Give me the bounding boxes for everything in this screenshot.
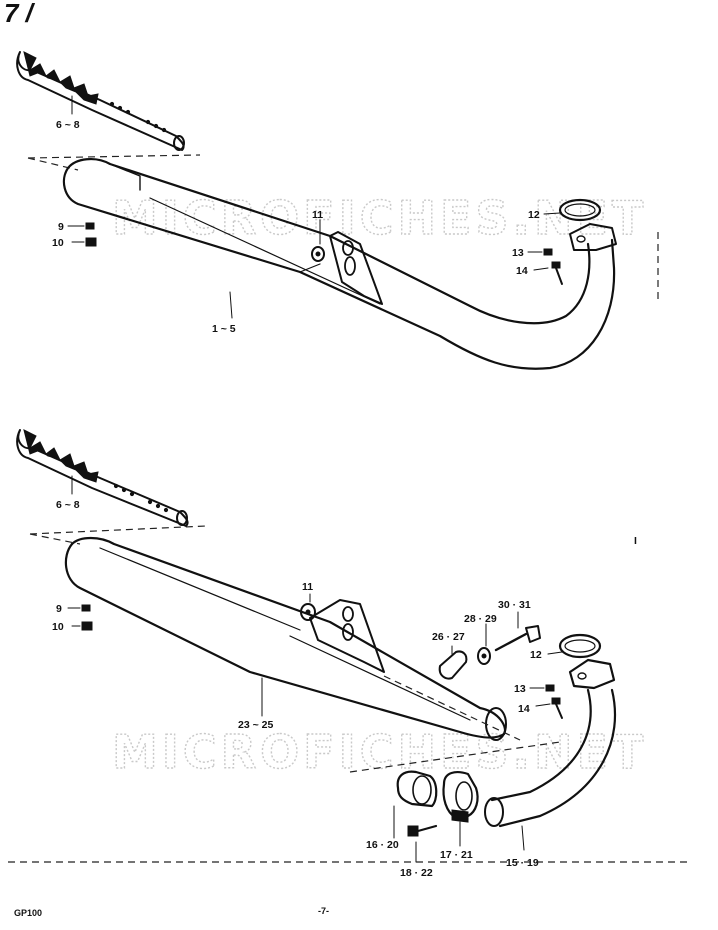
callout-10-lower: 10 (52, 621, 64, 633)
bolt-18-22 (407, 825, 419, 837)
baffle-insert-lower (16, 429, 189, 527)
callout-10-upper: 10 (52, 237, 64, 249)
callout-13-upper: 13 (512, 247, 524, 259)
washer-28-29 (477, 647, 491, 665)
watermark-upper: MICROFICHES.NET (112, 191, 647, 245)
callout-6-8-upper: 6 ~ 8 (56, 119, 80, 131)
header-mark: 7 / (4, 0, 36, 28)
clamp-17-21 (442, 771, 479, 823)
callout-9-upper: 9 (58, 221, 64, 233)
exhaust-pipe-15-19 (484, 658, 617, 828)
muffler-upper (62, 158, 617, 370)
callout-18-22: 18 · 22 (400, 867, 433, 879)
callout-23-25-lower: 23 ~ 25 (238, 719, 273, 731)
bushing-16-20 (396, 770, 438, 808)
stray-mark: I (634, 535, 637, 547)
callout-11-lower: 11 (302, 581, 313, 593)
footer-model: GP100 (14, 908, 42, 918)
callout-14-lower: 14 (518, 703, 530, 715)
callout-16-20: 16 · 20 (366, 839, 399, 851)
callout-1-5-upper: 1 ~ 5 (212, 323, 236, 335)
callout-9-lower: 9 (56, 603, 62, 615)
spacer-26-27 (438, 650, 468, 680)
baffle-insert-upper (16, 51, 185, 151)
washer-11-upper (311, 246, 325, 262)
washer-11-lower (300, 603, 316, 621)
callout-26-27: 26 · 27 (432, 631, 465, 643)
callout-28-29: 28 · 29 (464, 613, 497, 625)
guide-line-upper (27, 154, 201, 171)
callout-14-upper: 14 (516, 265, 528, 277)
watermark-lower: MICROFICHES.NET (112, 725, 647, 779)
guide-line-lower (29, 525, 207, 545)
gasket-12-upper (558, 198, 602, 222)
callout-30-31: 30 · 31 (498, 599, 531, 611)
callout-13-lower: 13 (514, 683, 526, 695)
guide-line-lower-bracket (383, 675, 521, 741)
lower-assembly: 6 ~ 8 11 9 10 23 ~ 25 (8, 429, 690, 879)
upper-assembly: 6 ~ 8 12 13 14 (16, 51, 659, 370)
callout-11-upper: 11 (312, 209, 323, 221)
gasket-12-lower (558, 633, 602, 659)
bolt-30-31 (494, 632, 528, 652)
callout-15-19: 15 · 19 (506, 857, 539, 869)
callout-17-21: 17 · 21 (440, 849, 473, 861)
callout-6-8-lower: 6 ~ 8 (56, 499, 80, 511)
callout-12-upper: 12 (528, 209, 540, 221)
footer-page: -7- (318, 906, 329, 916)
callout-12-lower: 12 (530, 649, 542, 661)
